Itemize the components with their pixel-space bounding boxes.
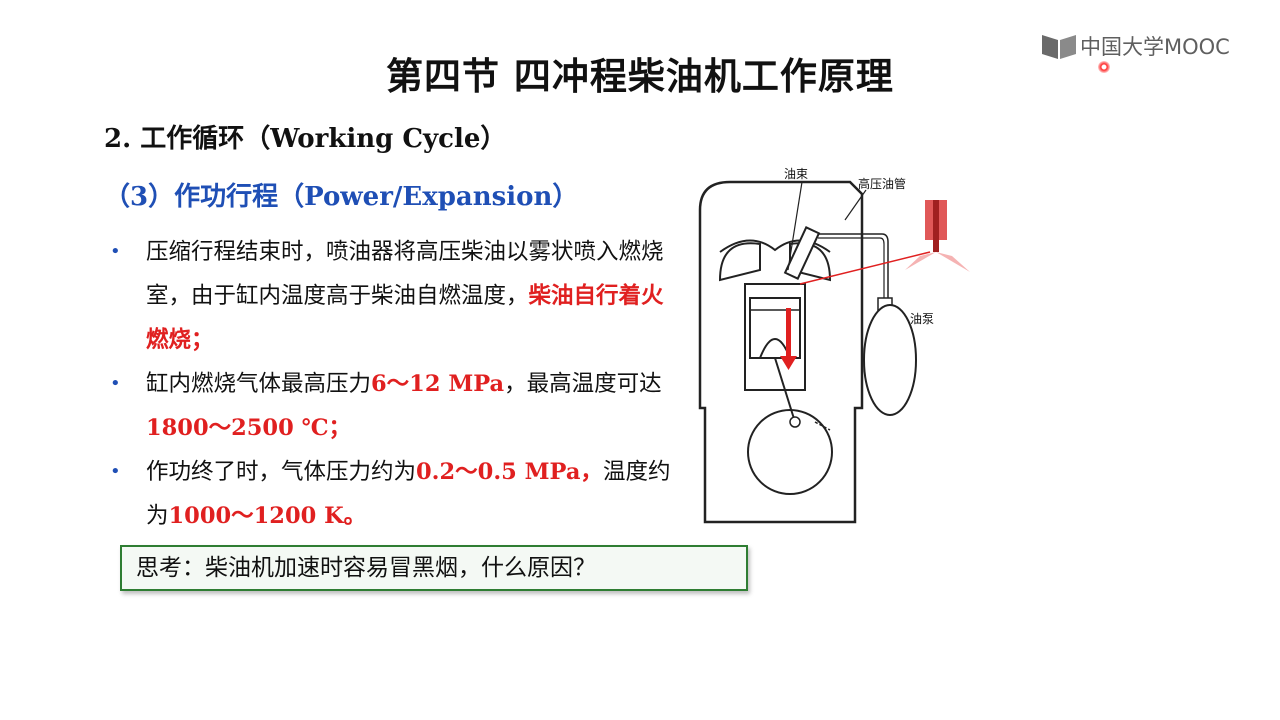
mooc-logo: 中国大学MOOC [1040, 28, 1230, 64]
bullet-text: 缸内燃烧气体最高压力 [146, 371, 372, 397]
bullet-item: • 压缩行程结束时，喷油器将高压柴油以雾状喷入燃烧室，由于缸内温度高于柴油自燃温… [104, 230, 674, 362]
high-pressure-pipe [818, 233, 889, 298]
pump-label: 油泵 [910, 312, 934, 326]
engine-diagram: 油束 高压油管 油泵 [698, 167, 970, 524]
bullet-highlight: 6～12 MPa [371, 371, 505, 397]
fuel-pump [863, 304, 917, 416]
power-arrow [786, 308, 791, 360]
bullet-marker: • [110, 241, 121, 262]
cylinder-head [718, 242, 832, 282]
connecting-rod [774, 357, 796, 423]
bullet-text: 压缩行程结束时，喷油器将高压柴油以雾状喷入燃烧室，由于缸内温度高于柴油自燃温度， [146, 239, 664, 309]
bullet-highlight: 1000～1200 K。 [168, 503, 367, 529]
think-box: 思考：柴油机加速时容易冒黑烟，什么原因？ [120, 545, 748, 591]
pipe-label: 高压油管 [858, 176, 906, 191]
piston [749, 297, 801, 359]
book-icon [1042, 35, 1076, 59]
bullet-text: ，最高温度可达 [504, 371, 662, 397]
bullet-highlight: 0.2～0.5 MPa， [416, 459, 603, 485]
engine-block [698, 180, 864, 524]
bullet-text: 作功终了时，气体压力约为 [146, 459, 417, 485]
stroke-heading: （3）作功行程（Power/Expansion） [104, 182, 579, 212]
bullet-item: • 缸内燃烧气体最高压力6～12 MPa，最高温度可达 1800～2500 ℃； [104, 362, 674, 450]
crankshaft [747, 409, 833, 495]
bullet-highlight: 柴油自行着火燃烧； [146, 283, 664, 353]
laser-pointer [1098, 61, 1110, 73]
page-title: 第四节 四冲程柴油机工作原理 [386, 55, 894, 98]
cylinder [744, 283, 806, 391]
nozzle-closeup [905, 200, 970, 272]
logo-text: 中国大学MOOC [1080, 35, 1230, 59]
spray-label: 油束 [784, 167, 808, 181]
bullet-item: • 作功终了时，气体压力约为0.2～0.5 MPa，温度约为1000～1200 … [104, 450, 674, 538]
section-heading: 2. 工作循环（Working Cycle） [104, 124, 507, 154]
bullet-marker: • [110, 461, 121, 482]
bullet-text: 温度约为 [146, 459, 671, 529]
bullet-marker: • [110, 373, 121, 394]
bullet-highlight: 1800～2500 ℃； [146, 415, 352, 441]
injector [783, 226, 821, 280]
bullet-list: • 压缩行程结束时，喷油器将高压柴油以雾状喷入燃烧室，由于缸内温度高于柴油自燃温… [104, 230, 674, 538]
